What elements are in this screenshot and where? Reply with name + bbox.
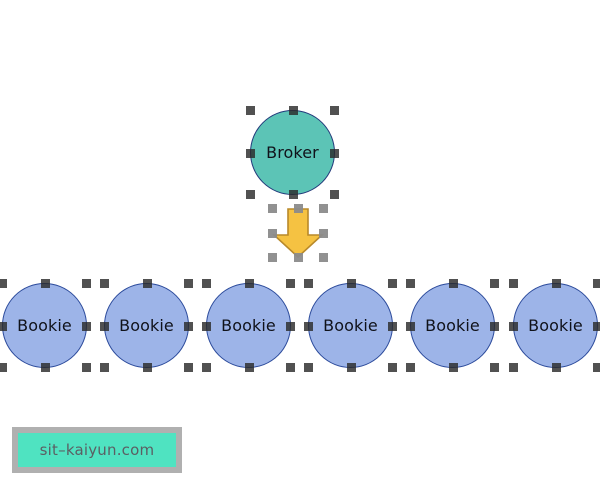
selection-handle-n[interactable] bbox=[448, 279, 458, 288]
selection-handle-nw[interactable] bbox=[202, 279, 211, 288]
broker-node[interactable]: Broker bbox=[250, 110, 335, 195]
selection-handle-e[interactable] bbox=[388, 321, 397, 331]
selection-handle-n[interactable] bbox=[244, 279, 254, 288]
selection-handle-ne[interactable] bbox=[330, 106, 339, 115]
selection-handle-nw[interactable] bbox=[406, 279, 415, 288]
selection-handle-w[interactable] bbox=[304, 321, 313, 331]
selection-handle-s[interactable] bbox=[294, 253, 303, 262]
selection-handle-nw[interactable] bbox=[304, 279, 313, 288]
selection-handle-nw[interactable] bbox=[268, 204, 277, 213]
selection-handle-nw[interactable] bbox=[246, 106, 255, 115]
selection-handle-n[interactable] bbox=[288, 106, 298, 115]
bookie-node-label: Bookie bbox=[119, 316, 174, 335]
bookie-node-2[interactable]: Bookie bbox=[104, 283, 189, 368]
down-arrow-icon[interactable] bbox=[272, 208, 324, 258]
selection-handle-se[interactable] bbox=[319, 253, 328, 262]
selection-handle-nw[interactable] bbox=[0, 279, 7, 288]
selection-handle-e[interactable] bbox=[490, 321, 499, 331]
selection-handle-se[interactable] bbox=[286, 363, 295, 372]
selection-handle-s[interactable] bbox=[346, 363, 356, 372]
selection-handle-nw[interactable] bbox=[509, 279, 518, 288]
selection-handle-e[interactable] bbox=[184, 321, 193, 331]
bookie-node-label: Bookie bbox=[528, 316, 583, 335]
selection-handle-se[interactable] bbox=[593, 363, 600, 372]
selection-handle-s[interactable] bbox=[288, 190, 298, 199]
selection-handle-sw[interactable] bbox=[0, 363, 7, 372]
selection-handle-e[interactable] bbox=[82, 321, 91, 331]
bookie-node-label: Bookie bbox=[17, 316, 72, 335]
watermark: sit–kaiyun.com bbox=[12, 427, 182, 473]
selection-handle-n[interactable] bbox=[40, 279, 50, 288]
selection-handle-se[interactable] bbox=[330, 190, 339, 199]
selection-handle-ne[interactable] bbox=[286, 279, 295, 288]
selection-handle-ne[interactable] bbox=[388, 279, 397, 288]
selection-handle-n[interactable] bbox=[294, 204, 303, 213]
selection-handle-n[interactable] bbox=[346, 279, 356, 288]
selection-handle-w[interactable] bbox=[406, 321, 415, 331]
selection-handle-se[interactable] bbox=[184, 363, 193, 372]
selection-handle-ne[interactable] bbox=[319, 204, 328, 213]
broker-node-label: Broker bbox=[266, 143, 319, 162]
bookie-node-3[interactable]: Bookie bbox=[206, 283, 291, 368]
selection-handle-sw[interactable] bbox=[268, 253, 277, 262]
selection-handle-w[interactable] bbox=[0, 321, 7, 331]
selection-handle-se[interactable] bbox=[388, 363, 397, 372]
selection-handle-e[interactable] bbox=[286, 321, 295, 331]
selection-handle-n[interactable] bbox=[551, 279, 561, 288]
selection-handle-e[interactable] bbox=[593, 321, 600, 331]
selection-handle-n[interactable] bbox=[142, 279, 152, 288]
bookie-node-label: Bookie bbox=[221, 316, 276, 335]
selection-handle-e[interactable] bbox=[319, 229, 328, 238]
selection-handle-ne[interactable] bbox=[490, 279, 499, 288]
watermark-text: sit–kaiyun.com bbox=[18, 433, 176, 467]
selection-handle-s[interactable] bbox=[551, 363, 561, 372]
selection-handle-sw[interactable] bbox=[406, 363, 415, 372]
selection-handle-sw[interactable] bbox=[202, 363, 211, 372]
selection-handle-ne[interactable] bbox=[82, 279, 91, 288]
bookie-node-5[interactable]: Bookie bbox=[410, 283, 495, 368]
selection-handle-s[interactable] bbox=[142, 363, 152, 372]
selection-handle-s[interactable] bbox=[40, 363, 50, 372]
selection-handle-sw[interactable] bbox=[246, 190, 255, 199]
selection-handle-sw[interactable] bbox=[509, 363, 518, 372]
selection-handle-sw[interactable] bbox=[100, 363, 109, 372]
bookie-node-1[interactable]: Bookie bbox=[2, 283, 87, 368]
selection-handle-w[interactable] bbox=[100, 321, 109, 331]
selection-handle-w[interactable] bbox=[509, 321, 518, 331]
bookie-node-6[interactable]: Bookie bbox=[513, 283, 598, 368]
selection-handle-nw[interactable] bbox=[100, 279, 109, 288]
selection-handle-w[interactable] bbox=[246, 148, 255, 158]
bookie-node-label: Bookie bbox=[323, 316, 378, 335]
selection-handle-ne[interactable] bbox=[593, 279, 600, 288]
selection-handle-sw[interactable] bbox=[304, 363, 313, 372]
selection-handle-se[interactable] bbox=[82, 363, 91, 372]
bookie-node-label: Bookie bbox=[425, 316, 480, 335]
selection-handle-ne[interactable] bbox=[184, 279, 193, 288]
bookie-node-4[interactable]: Bookie bbox=[308, 283, 393, 368]
selection-handle-s[interactable] bbox=[448, 363, 458, 372]
selection-handle-w[interactable] bbox=[202, 321, 211, 331]
selection-handle-e[interactable] bbox=[330, 148, 339, 158]
selection-handle-s[interactable] bbox=[244, 363, 254, 372]
selection-handle-w[interactable] bbox=[268, 229, 277, 238]
selection-handle-se[interactable] bbox=[490, 363, 499, 372]
